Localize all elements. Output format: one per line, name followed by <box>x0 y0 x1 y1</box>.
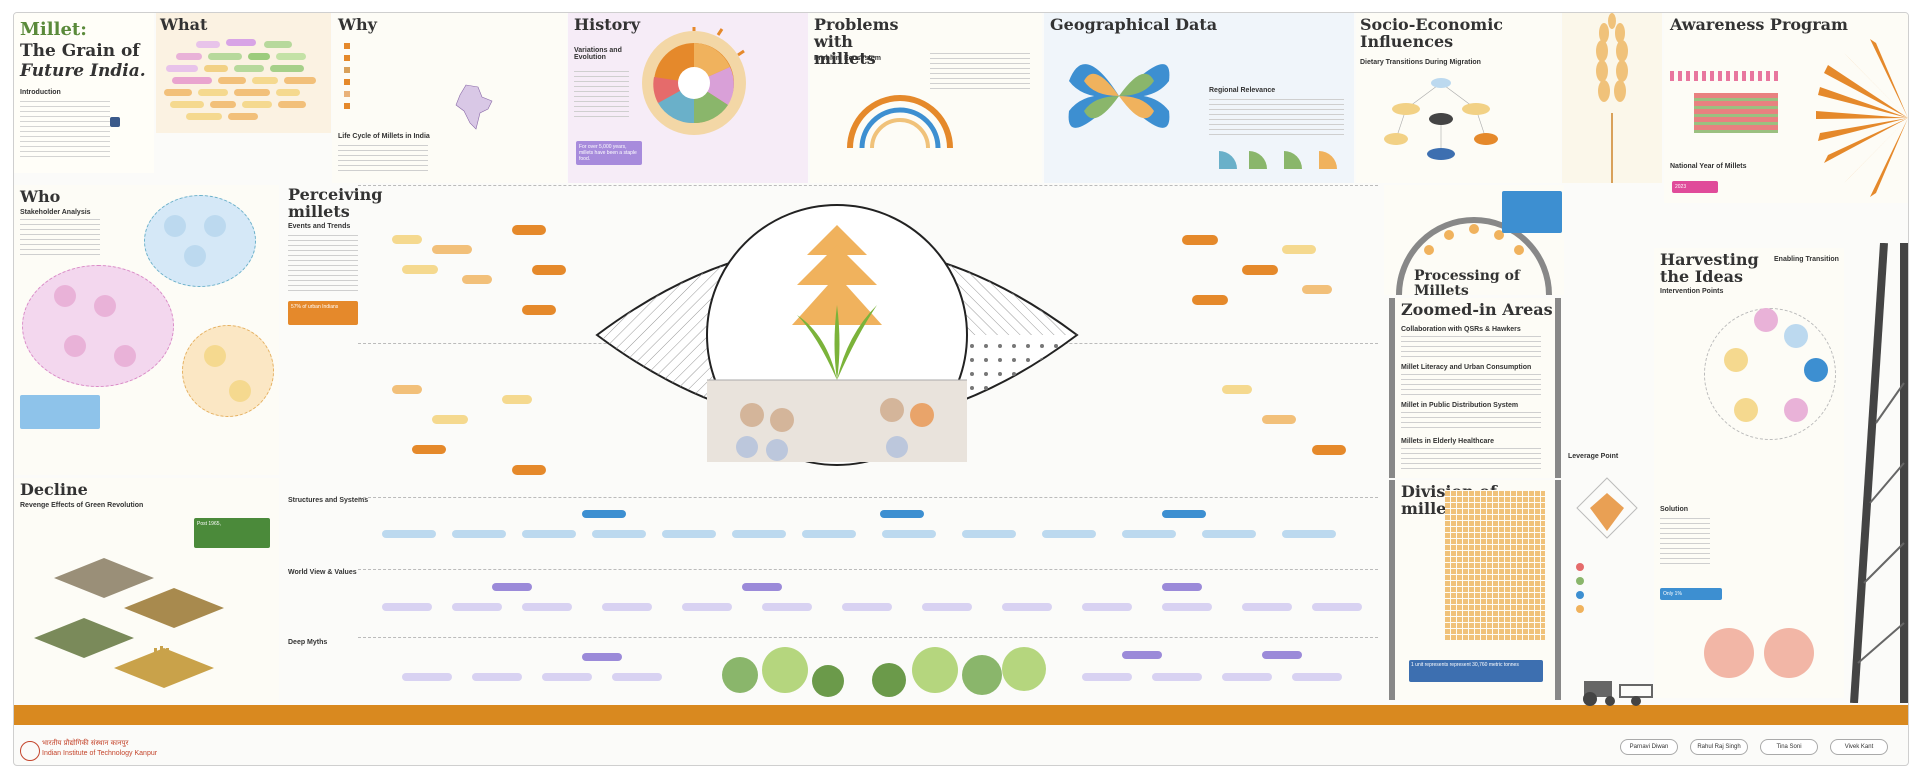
why-panel: Why Life Cycle of Millets in India <box>332 13 567 183</box>
solution-heading: Solution <box>1660 506 1688 513</box>
enabling-heading: Enabling Transition <box>1774 256 1839 263</box>
eye-illustration <box>595 204 1079 466</box>
poster-frame: Millet: The Grain of Future India. Intro… <box>13 12 1909 766</box>
worldview-heading: World View & Values <box>288 569 357 576</box>
what-title: What <box>160 15 208 34</box>
decline-title: Decline <box>20 480 88 499</box>
variations-heading: Variations and Evolution <box>574 47 622 61</box>
intro-text-block <box>20 101 110 159</box>
perceiving-panel: Perceiving millets Events and Trends 57%… <box>282 185 1382 705</box>
history-title: History <box>574 15 640 34</box>
awareness-title: Awareness Program <box>1670 15 1848 34</box>
year-2023-callout: 2023 <box>1672 181 1718 193</box>
intervention-heading: Intervention Points <box>1660 288 1724 295</box>
regional-heading: Regional Relevance <box>1209 87 1276 94</box>
zoomed-panel: Zoomed-in Areas Collaboration with QSRs … <box>1389 298 1561 478</box>
avatar <box>110 117 120 127</box>
processing-panel: Processing of Millets <box>1384 185 1564 295</box>
title-line2: The Grain of <box>20 41 140 61</box>
stakeholder-heading: Stakeholder Analysis <box>20 209 91 216</box>
migration-network <box>1384 78 1498 160</box>
author-badge: Parnavi Diwan <box>1620 739 1678 755</box>
lifecycle-heading: Life Cycle of Millets in India <box>338 133 430 140</box>
why-title: Why <box>338 15 377 34</box>
ground-strip <box>14 705 1908 725</box>
institute-english: Indian Institute of Technology Kanpur <box>42 750 158 757</box>
intro-heading: Introduction <box>20 89 61 96</box>
decline-panel: Decline Revenge Effects of Green Revolut… <box>14 478 279 703</box>
harvesting-title: Harvesting the Ideas <box>1660 250 1759 286</box>
farm-isometric <box>34 558 224 688</box>
history-sunburst <box>642 27 746 135</box>
radar-chart <box>1576 477 1638 539</box>
author-badge: Tina Soni <box>1760 739 1818 755</box>
history-panel: History Variations and Evolution For ove… <box>568 13 808 183</box>
deepmyths-heading: Deep Myths <box>288 639 328 646</box>
problems-title: Problems with millets <box>814 15 899 68</box>
perceiving-title: Perceiving millets <box>288 185 383 221</box>
tower-illustration <box>1850 243 1908 703</box>
zoom-pds-heading: Millet in Public Distribution System <box>1401 402 1519 409</box>
structures-heading: Structures and Systems <box>288 497 369 504</box>
ecosystem-heading: Problem Ecosystem <box>814 55 881 62</box>
awareness-bars <box>1694 93 1778 133</box>
zoom-qsr-heading: Collaboration with QSRs & Hawkers <box>1401 326 1521 333</box>
problems-panel: Problems with millets Problem Ecosystem <box>810 13 1042 183</box>
dietary-heading: Dietary Transitions During Migration <box>1360 59 1481 66</box>
only1-callout: Only 1% <box>1660 588 1722 600</box>
author-badge: Rahul Raj Singh <box>1690 739 1748 755</box>
geo-panel: Geographical Data Regional Relevance <box>1044 13 1354 183</box>
who-title: Who <box>20 187 61 206</box>
wheat-illustration <box>1562 13 1662 183</box>
socio-title: Socio-Economic Influences <box>1360 15 1504 51</box>
urban-callout: 57% of urban Indians <box>288 301 358 325</box>
division-grid <box>1445 490 1545 640</box>
who-stat-box <box>20 395 100 429</box>
post1965-callout: Post 1965, <box>194 518 270 548</box>
leverage-heading: Leverage Point <box>1568 453 1619 460</box>
india-map-icon <box>455 84 493 130</box>
zoom-literacy-heading: Millet Literacy and Urban Consumption <box>1401 364 1532 371</box>
geo-petal-map <box>1068 64 1170 128</box>
people-pictogram <box>1670 71 1780 81</box>
history-callout: For over 5,000 years, millets have been … <box>576 141 642 165</box>
processing-arch <box>1396 217 1552 295</box>
title-line3: Future India. <box>20 61 146 81</box>
zoomed-title: Zoomed-in Areas <box>1401 300 1553 319</box>
title-panel: Millet: The Grain of Future India. Intro… <box>14 13 154 173</box>
national-year-heading: National Year of Millets <box>1670 163 1747 170</box>
institute-hindi: भारतीय प्रौद्योगिकी संस्थान कानपुर <box>42 739 129 747</box>
unit-note: 1 unit represents represent 30,760 metri… <box>1409 660 1543 682</box>
geo-title: Geographical Data <box>1050 15 1218 34</box>
orange-sunburst <box>1816 39 1908 197</box>
awareness-panel: Awareness Program National Year of Mille… <box>1664 13 1908 203</box>
events-heading: Events and Trends <box>288 223 351 230</box>
socio-panel: Socio-Economic Influences Dietary Transi… <box>1356 13 1561 183</box>
processing-title: Processing of Millets <box>1414 268 1520 295</box>
problem-ecosystem-arc <box>847 95 953 149</box>
who-panel: Who Stakeholder Analysis <box>14 185 279 475</box>
tractor-icon <box>1583 681 1653 706</box>
zoom-elderly-heading: Millets in Elderly Healthcare <box>1401 438 1494 445</box>
division-panel: Division of millets 1 unit represents re… <box>1389 480 1561 700</box>
title-line1: Millet: <box>20 19 87 40</box>
leverage-panel: Leverage Point <box>1566 453 1652 633</box>
what-panel: What <box>156 13 331 133</box>
processing-info-box <box>1502 191 1562 233</box>
author-badge: Vivek Kant <box>1830 739 1888 755</box>
iitk-logo-icon <box>20 741 40 761</box>
harvesting-panel: Harvesting the Ideas Enabling Transition… <box>1654 248 1844 698</box>
revenge-heading: Revenge Effects of Green Revolution <box>20 502 144 509</box>
